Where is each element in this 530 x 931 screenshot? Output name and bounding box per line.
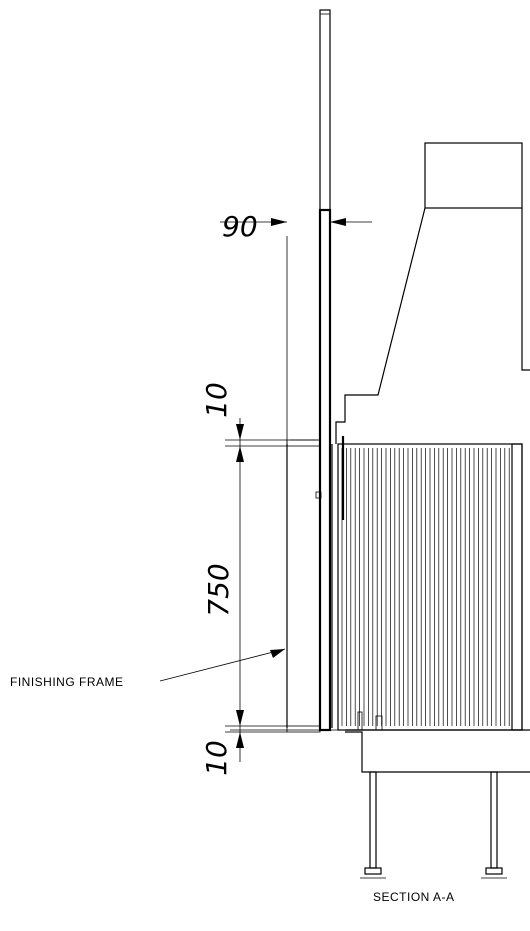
finishing-frame-callout: FINISHING FRAME [10, 648, 286, 689]
finishing-frame [286, 439, 321, 733]
hood [335, 207, 530, 444]
legs [360, 771, 507, 879]
dim-10-top-text: 10 [200, 382, 233, 418]
front-plate [315, 436, 345, 728]
section-title: SECTION A-A [373, 890, 455, 904]
firebox [337, 443, 523, 731]
chimney-pipe [318, 9, 332, 732]
vertical-dims: 10 750 10 [200, 382, 287, 776]
base-pedestal [345, 711, 530, 773]
finishing-frame-label: FINISHING FRAME [10, 675, 124, 689]
dim-90: 90 [220, 210, 372, 444]
dim-750-text: 750 [202, 563, 235, 616]
firebox-grille [341, 448, 510, 726]
dim-10-bottom-text: 10 [200, 740, 233, 776]
flue-collar [424, 142, 523, 209]
dim-90-text: 90 [222, 210, 258, 243]
